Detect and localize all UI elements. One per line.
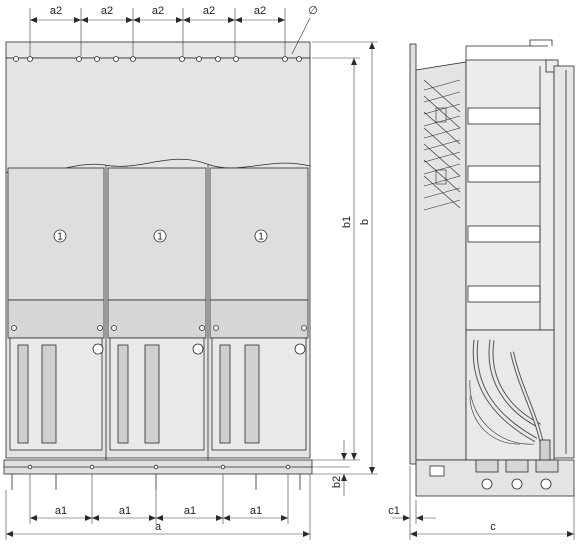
- label-a2-5: a2: [254, 5, 266, 17]
- label-b2: b2: [331, 476, 343, 488]
- label-b: b: [359, 219, 371, 225]
- label-a1-1: a1: [55, 505, 67, 517]
- side-dimension-labels: c1 c: [388, 505, 496, 533]
- side-view: [409, 39, 575, 497]
- module-marker-left: 1: [53, 229, 67, 243]
- label-a2-1: a2: [50, 5, 62, 17]
- side-dimension-lines: [392, 466, 575, 540]
- label-a1-4: a1: [250, 505, 262, 517]
- module-marker-right: 1: [254, 229, 268, 243]
- side-back-plate: [409, 43, 417, 465]
- top-mounting-plate: [5, 41, 311, 59]
- label-c: c: [490, 521, 496, 533]
- label-a2-2: a2: [101, 5, 113, 17]
- label-a: a: [155, 521, 162, 533]
- dimension-labels: a2 a2 a2 a2 a2 ∅ b b1 b2 a1 a1 a1 a1 a: [50, 5, 371, 533]
- label-a2-4: a2: [203, 5, 215, 17]
- front-view: [3, 41, 313, 490]
- side-edge-panel: [553, 65, 575, 459]
- mounting-holes-bottom: [27, 464, 291, 470]
- side-housing: [415, 61, 467, 461]
- label-a2-3: a2: [152, 5, 164, 17]
- svg-text:1: 1: [57, 232, 63, 243]
- label-c1: c1: [388, 505, 400, 517]
- module-marker-center: 1: [153, 229, 167, 243]
- side-rail-housing: [465, 59, 555, 331]
- label-b1: b1: [341, 216, 353, 228]
- module-markers: 1 1 1: [53, 229, 268, 243]
- svg-text:1: 1: [258, 232, 264, 243]
- mounting-holes-top: [13, 56, 302, 62]
- label-diameter: ∅: [308, 5, 318, 17]
- dimension-lines: [5, 8, 378, 540]
- vent-slots: [423, 79, 461, 211]
- svg-text:1: 1: [157, 232, 163, 243]
- label-a1-3: a1: [184, 505, 196, 517]
- label-a1-2: a1: [119, 505, 131, 517]
- power-modules: [7, 165, 309, 460]
